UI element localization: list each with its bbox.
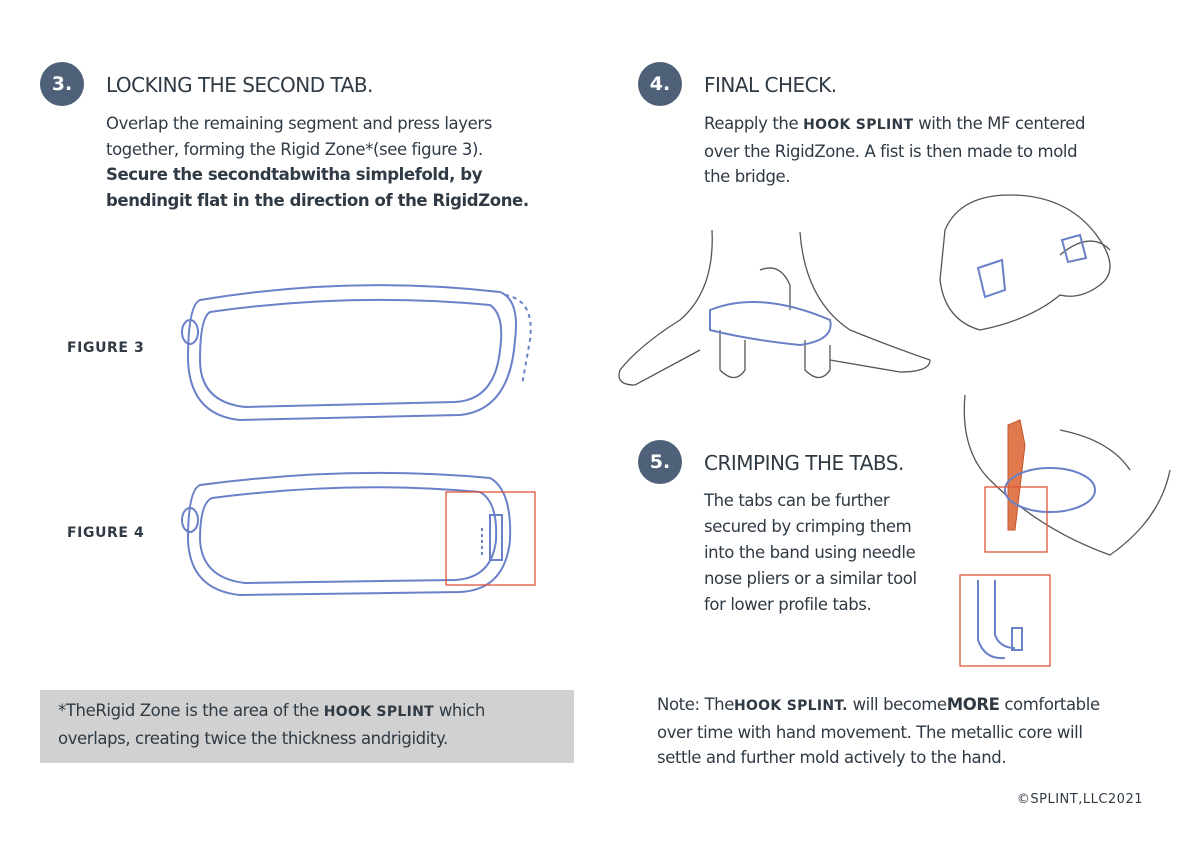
highlight-box	[445, 491, 536, 586]
brand-name: HOOK SPLINT.	[733, 698, 848, 714]
text-line: *TheRigid Zone is the area of the HOOK S…	[58, 701, 485, 720]
text-line: together, forming the Rigid Zone*(see fi…	[106, 139, 483, 159]
step-3-badge: 3.	[40, 62, 84, 106]
text-line: Note: TheHOOK SPLINT. will becomeMORE co…	[657, 695, 1100, 714]
crimping-illustration	[963, 394, 1171, 556]
comfort-note: Note: TheHOOK SPLINT. will becomeMORE co…	[657, 692, 1100, 771]
step-5-title: CRIMPING THE TABS.	[704, 451, 904, 475]
detail-box	[959, 574, 1051, 667]
text-line: The tabs can be further	[704, 491, 890, 510]
brand-name: HOOK SPLINT	[803, 117, 914, 133]
brand-name: HOOK SPLINT	[323, 704, 434, 720]
text-line: settle and further mold actively to the …	[657, 748, 1007, 768]
step-5-text: The tabs can be further secured by crimp…	[704, 488, 917, 618]
text-line: for lower profile tabs.	[704, 595, 872, 614]
step-3-title: LOCKING THE SECOND TAB.	[106, 73, 373, 97]
highlight-box	[984, 486, 1048, 553]
step-4-badge: 4.	[638, 62, 682, 106]
fist-splint	[976, 233, 1088, 299]
text-line: the bridge.	[704, 167, 791, 187]
figure-4-label: FIGURE 4	[67, 525, 145, 541]
text-line: nose pliers or a similar tool	[704, 569, 917, 588]
step-4-title: FINAL CHECK.	[704, 73, 837, 97]
emphasis: MORE	[946, 695, 1000, 714]
step-5-badge: 5.	[638, 440, 682, 484]
crimping-splint	[1004, 467, 1096, 513]
text-line: Overlap the remaining segment and press …	[106, 114, 492, 133]
text-line: overlaps, creating twice the thickness a…	[58, 728, 448, 748]
step-4-text: Reapply the HOOK SPLINT with the MF cent…	[704, 111, 1086, 190]
copyright: ©SPLINT,LLC2021	[1016, 792, 1143, 807]
hand-illustration-1	[618, 229, 931, 386]
text-line: secured by crimping them	[704, 517, 912, 536]
rigid-zone-footnote: *TheRigid Zone is the area of the HOOK S…	[40, 690, 574, 763]
fist-illustration	[939, 194, 1111, 331]
text-line: Reapply the HOOK SPLINT with the MF cent…	[704, 114, 1086, 133]
figure-4-illustration	[181, 471, 512, 597]
text-line: into the band using needle	[704, 543, 916, 562]
figure-3-label: FIGURE 3	[67, 340, 145, 356]
figure-3-illustration	[181, 284, 532, 422]
step-3-text: Overlap the remaining segment and press …	[106, 111, 529, 214]
text-line: over time with hand movement. The metall…	[657, 722, 1083, 742]
text-line-bold: bendingit flat in the direction of the R…	[106, 191, 529, 211]
hand-1-splint	[709, 301, 832, 347]
crimp-detail-illustration	[977, 580, 1023, 660]
text-line: over the RigidZone. A fist is then made …	[704, 141, 1078, 161]
text-line-bold: Secure the secondtabwitha simplefold, by	[106, 165, 483, 185]
